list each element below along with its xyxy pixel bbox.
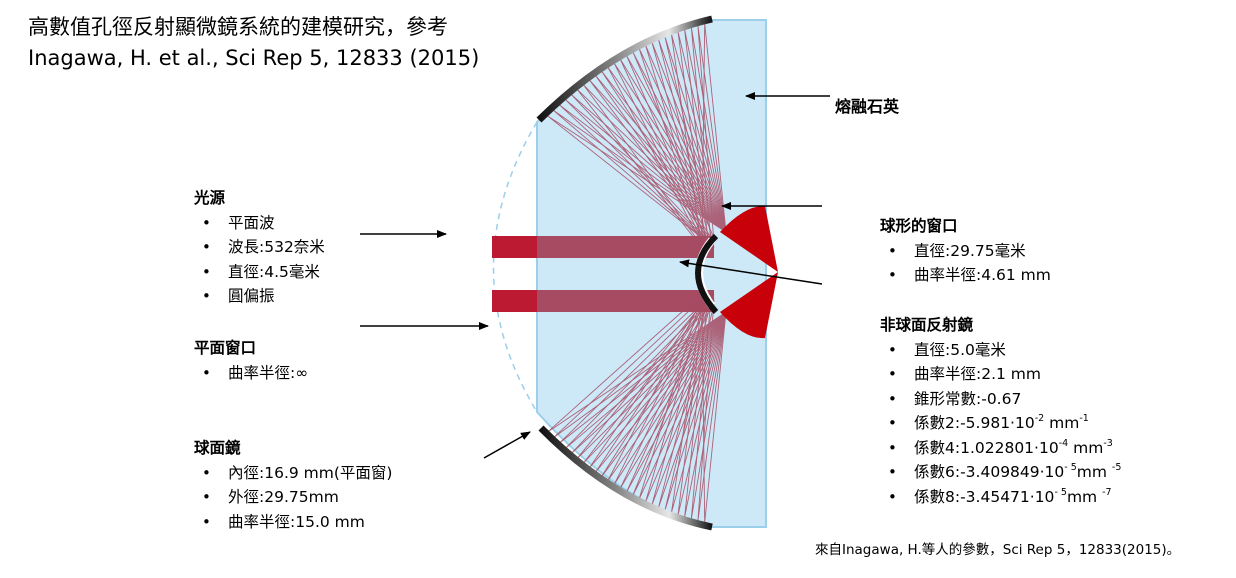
aspheric-mirror-list: 直徑:5.0毫米 曲率半徑:2.1 mm 錐形常數:-0.67 係數2:-5.9… xyxy=(880,338,1121,510)
focus-cone-upper xyxy=(720,205,778,272)
incoming-beam-upper xyxy=(492,236,714,258)
list-item: 外徑:29.75mm xyxy=(194,485,392,510)
spherical-mirror-list: 內徑:16.9 mm(平面窗) 外徑:29.75mm 曲率半徑:15.0 mm xyxy=(194,461,392,535)
incoming-beam-upper-edge xyxy=(492,236,537,258)
incoming-beam-lower xyxy=(492,290,714,312)
coef-unit: mm xyxy=(1044,414,1080,432)
list-item: 圓偏振 xyxy=(194,284,325,309)
coef-text: 係數2:-5.981·10 xyxy=(914,414,1035,432)
light-source-group: 光源 平面波 波長:532奈米 直徑:4.5毫米 圓偏振 xyxy=(194,186,325,309)
title-line-1: 高數值孔徑反射顯微鏡系統的建模研究，參考 xyxy=(28,15,448,39)
coef-unit-exp: -3 xyxy=(1103,437,1113,449)
flat-window-outline xyxy=(492,121,538,413)
incoming-beam-lower-edge xyxy=(492,290,537,312)
arrow-spherical-mirror xyxy=(483,431,531,459)
list-item: 直徑:29.75毫米 xyxy=(880,239,1051,264)
list-item: 直徑:4.5毫米 xyxy=(194,260,325,285)
spherical-window-group: 球形的窗口 直徑:29.75毫米 曲率半徑:4.61 mm xyxy=(880,214,1051,288)
spherical-mirror-upper xyxy=(536,15,713,123)
credit-note: 來自Inagawa, H.等人的參數，Sci Rep 5，12833(2015)… xyxy=(815,542,1181,558)
coef-unit: mm xyxy=(1076,463,1112,481)
coef-unit-exp: -5 xyxy=(1111,462,1122,473)
coef-text: 係數4:1.022801·10 xyxy=(914,438,1059,457)
diagram-title: 高數值孔徑反射顯微鏡系統的建模研究，參考 Inagawa, H. et al.,… xyxy=(28,12,479,74)
fused-quartz-label: 熔融石英 xyxy=(835,97,900,116)
list-item: 波長:532奈米 xyxy=(194,235,325,260)
coef-unit: mm xyxy=(1066,487,1103,506)
flat-window-heading: 平面窗口 xyxy=(194,339,257,357)
list-item: 內徑:16.9 mm(平面窗) xyxy=(194,461,392,486)
list-item: 曲率半徑:∞ xyxy=(194,361,308,386)
aspheric-mirror-group: 非球面反射鏡 直徑:5.0毫米 曲率半徑:2.1 mm 錐形常數:-0.67 係… xyxy=(880,313,1121,509)
focus-cone-lower xyxy=(720,272,778,339)
spherical-mirror-heading: 球面鏡 xyxy=(194,439,241,457)
list-item: 曲率半徑:2.1 mm xyxy=(880,362,1121,387)
coef-unit-exp: -7 xyxy=(1102,486,1112,498)
coef-exp: -4 xyxy=(1058,437,1069,449)
coef-unit-exp: -1 xyxy=(1079,413,1089,424)
list-item: 曲率半徑:4.61 mm xyxy=(880,263,1051,288)
list-item: 係數2:-5.981·10-2 mm-1 xyxy=(880,411,1121,436)
flat-window-list: 曲率半徑:∞ xyxy=(194,361,308,386)
coef-exp: - 5 xyxy=(1054,486,1067,498)
aspheric-mirror-heading: 非球面反射鏡 xyxy=(880,316,974,334)
title-line-2: Inagawa, H. et al., Sci Rep 5, 12833 (20… xyxy=(28,46,480,70)
list-item: 平面波 xyxy=(194,211,325,236)
coef-exp: - 5 xyxy=(1064,462,1077,473)
aspheric-mirror xyxy=(695,233,719,315)
coef-text: 係數8:-3.45471·10 xyxy=(914,487,1055,506)
light-source-heading: 光源 xyxy=(194,189,226,207)
spherical-window-list: 直徑:29.75毫米 曲率半徑:4.61 mm xyxy=(880,239,1051,288)
arrow-aspheric-mirror xyxy=(679,259,823,285)
coef-exp: -2 xyxy=(1034,413,1045,424)
list-item: 係數8:-3.45471·10- 5mm -7 xyxy=(880,485,1121,510)
spherical-mirror-group: 球面鏡 內徑:16.9 mm(平面窗) 外徑:29.75mm 曲率半徑:15.0… xyxy=(194,436,392,534)
list-item: 直徑:5.0毫米 xyxy=(880,338,1121,363)
fused-quartz-block xyxy=(536,19,767,528)
coef-text: 係數6:-3.409849·10 xyxy=(914,463,1065,481)
light-source-list: 平面波 波長:532奈米 直徑:4.5毫米 圓偏振 xyxy=(194,211,325,309)
list-item: 係數6:-3.409849·10- 5mm -5 xyxy=(880,460,1121,485)
spherical-mirror-lower xyxy=(538,425,713,531)
flat-window-group: 平面窗口 曲率半徑:∞ xyxy=(194,336,308,385)
list-item: 曲率半徑:15.0 mm xyxy=(194,510,392,535)
coef-unit: mm xyxy=(1068,438,1104,457)
spherical-window-heading: 球形的窗口 xyxy=(880,217,958,235)
list-item: 係數4:1.022801·10-4 mm-3 xyxy=(880,436,1121,461)
list-item: 錐形常數:-0.67 xyxy=(880,387,1121,412)
